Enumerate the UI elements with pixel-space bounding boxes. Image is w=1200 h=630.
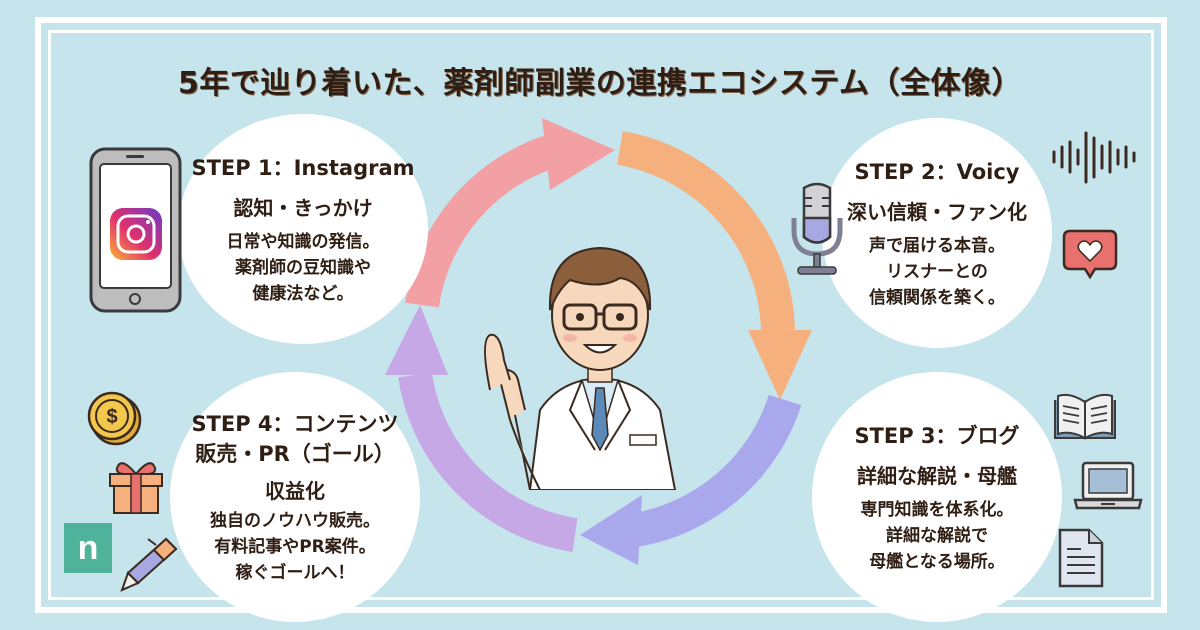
step2-desc-line: 信頼関係を築く。 xyxy=(869,287,1005,308)
step2-subtitle: 深い信頼・ファン化 xyxy=(847,199,1027,224)
step1-description: 日常や知識の発信。 薬剤師の豆知識や 健康法など。 xyxy=(227,229,380,307)
step4-description: 独自のノウハウ販売。 有料記事やPR案件。 稼ぐゴールへ！ xyxy=(210,508,380,586)
pen-icon xyxy=(120,537,178,592)
open-book-icon xyxy=(1054,393,1116,440)
arrow-step4-to-step1 xyxy=(398,372,578,552)
microphone-icon xyxy=(791,182,843,275)
step1-desc-line: 健康法など。 xyxy=(252,283,354,304)
step4-subtitle: 収益化 xyxy=(265,478,325,503)
arrow-step1-to-step2 xyxy=(405,133,561,308)
note-n-icon: n xyxy=(64,523,112,573)
svg-text:$: $ xyxy=(106,406,117,428)
step1-subtitle: 認知・きっかけ xyxy=(233,195,373,220)
smartphone-instagram-icon xyxy=(89,147,182,313)
step3-description: 専門知識を体系化。 詳細な解説で 母艦となる場所。 xyxy=(861,497,1014,575)
laptop-icon xyxy=(1073,461,1143,510)
step1-desc-line: 薬剤師の豆知識や xyxy=(235,257,371,278)
step4-title-line1: STEP 4：コンテンツ xyxy=(191,411,399,436)
step3-bubble: STEP 3：ブログ 詳細な解説・母艦 専門知識を体系化。 詳細な解説で 母艦と… xyxy=(812,372,1062,622)
outer-frame xyxy=(35,17,1167,613)
cycle-arrows xyxy=(385,118,812,565)
step2-title: STEP 2：Voicy xyxy=(854,159,1020,184)
step3-desc-line: 専門知識を体系化。 xyxy=(860,499,1014,520)
page-title: 5年で辿り着いた、薬剤師副業の連携エコシステム（全体像） xyxy=(178,66,1022,101)
sound-wave-icon xyxy=(1052,131,1136,184)
step3-desc-line: 母艦となる場所。 xyxy=(869,551,1005,572)
step4-desc-line: 稼ぐゴールへ！ xyxy=(235,562,355,583)
document-icon xyxy=(1058,528,1104,588)
step3-desc-line: 詳細な解説で xyxy=(886,525,988,546)
step2-desc-line: 声で届ける本音。 xyxy=(869,235,1005,256)
inner-frame xyxy=(48,30,1154,600)
step1-title: STEP 1：Instagram xyxy=(191,155,415,180)
step3-subtitle: 詳細な解説・母艦 xyxy=(857,463,1017,488)
step4-title-line2: 販売・PR（ゴール） xyxy=(195,441,395,466)
pharmacist-character xyxy=(484,246,677,490)
step2-bubble: STEP 2：Voicy 深い信頼・ファン化 声で届ける本音。 リスナーとの 信… xyxy=(822,118,1052,348)
step1-bubble: STEP 1：Instagram 認知・きっかけ 日常や知識の発信。 薬剤師の豆… xyxy=(178,114,428,344)
step1-desc-line: 日常や知識の発信。 xyxy=(226,231,380,252)
arrow-step2-to-step3 xyxy=(616,131,795,331)
heart-bubble-icon xyxy=(1062,229,1118,279)
coin-icon: $ xyxy=(87,391,142,446)
step4-desc-line: 独自のノウハウ販売。 xyxy=(210,510,380,531)
note-logo-letter: n xyxy=(77,528,99,567)
gift-icon xyxy=(109,462,163,514)
step2-description: 声で届ける本音。 リスナーとの 信頼関係を築く。 xyxy=(869,233,1005,311)
step4-bubble: STEP 4：コンテンツ 販売・PR（ゴール） 収益化 独自のノウハウ販売。 有… xyxy=(170,372,420,622)
arrow-step3-to-step4 xyxy=(631,394,802,547)
step2-desc-line: リスナーとの xyxy=(886,261,988,282)
step3-title: STEP 3：ブログ xyxy=(854,423,1020,448)
step4-desc-line: 有料記事やPR案件。 xyxy=(214,536,376,557)
